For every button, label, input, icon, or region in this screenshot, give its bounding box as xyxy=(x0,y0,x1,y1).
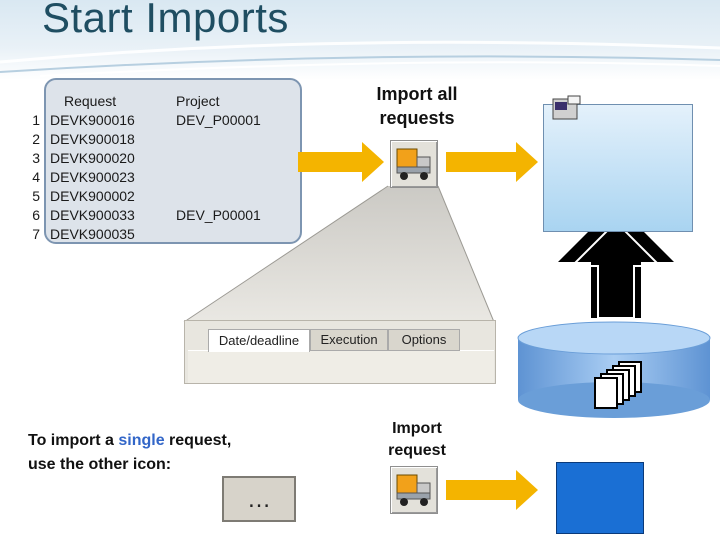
import-request-button[interactable] xyxy=(390,466,438,514)
import-all-label: Import all requests xyxy=(352,82,482,130)
request-header: Request xyxy=(64,93,117,109)
note-suffix: request, xyxy=(164,432,232,449)
request-list-panel xyxy=(44,78,302,244)
row-number: 7 xyxy=(32,226,40,242)
tab-execution[interactable]: Execution xyxy=(310,329,388,351)
truck-icon xyxy=(396,148,431,180)
instruction-text: To import a single request, use the othe… xyxy=(28,429,231,477)
up-arrow-icon xyxy=(558,204,674,318)
import-all-line1: Import all xyxy=(376,84,458,104)
header-band: Start Imports xyxy=(0,0,720,80)
project-header: Project xyxy=(176,93,220,109)
row-number: 4 xyxy=(32,169,40,185)
note-line2: use the other icon: xyxy=(28,456,172,473)
project-cell: DEV_P00001 xyxy=(176,207,261,223)
request-cell[interactable]: DEVK900020 xyxy=(50,150,135,166)
target-system-screen xyxy=(543,104,693,232)
row-number: 2 xyxy=(32,131,40,147)
arrow-icon xyxy=(298,142,384,182)
single-request-target-box xyxy=(556,462,644,534)
truck-icon xyxy=(396,474,431,506)
app-window-icon xyxy=(552,95,582,121)
note-highlight: single xyxy=(118,432,165,449)
import-request-line1: Import xyxy=(392,420,442,437)
tab-options[interactable]: Options xyxy=(388,329,460,351)
arrow-icon xyxy=(446,470,538,510)
import-request-label: Import request xyxy=(362,418,472,462)
request-cell[interactable]: DEVK900016 xyxy=(50,112,135,128)
request-cell[interactable]: DEVK900018 xyxy=(50,131,135,147)
note-prefix: To import a xyxy=(28,432,119,449)
import-all-line2: requests xyxy=(379,108,455,128)
row-number: 1 xyxy=(32,112,40,128)
project-column: Project DEV_P00001 DEV_P00001 xyxy=(176,92,261,244)
request-cell[interactable]: DEVK900023 xyxy=(50,169,135,185)
page-title: Start Imports xyxy=(42,0,289,41)
request-cell[interactable]: DEVK900033 xyxy=(50,207,135,223)
header-decoration xyxy=(0,40,720,77)
more-button[interactable]: … xyxy=(222,476,296,522)
arrow-icon xyxy=(446,142,538,182)
request-column: Request DEVK900016 DEVK900018 DEVK900020… xyxy=(50,92,135,244)
request-cell[interactable]: DEVK900035 xyxy=(50,226,135,242)
project-cell: DEV_P00001 xyxy=(176,112,261,128)
database-icon xyxy=(517,321,711,418)
import-request-line2: request xyxy=(388,442,446,459)
row-number: 6 xyxy=(32,207,40,223)
row-numbers: 1 2 3 4 5 6 7 xyxy=(32,111,40,244)
tab-content xyxy=(188,350,494,383)
request-cell[interactable]: DEVK900002 xyxy=(50,188,135,204)
row-number: 5 xyxy=(32,188,40,204)
transport-files-icon xyxy=(594,361,642,409)
import-all-button[interactable] xyxy=(390,140,438,188)
tab-date-deadline[interactable]: Date/deadline xyxy=(208,329,310,352)
row-number: 3 xyxy=(32,150,40,166)
